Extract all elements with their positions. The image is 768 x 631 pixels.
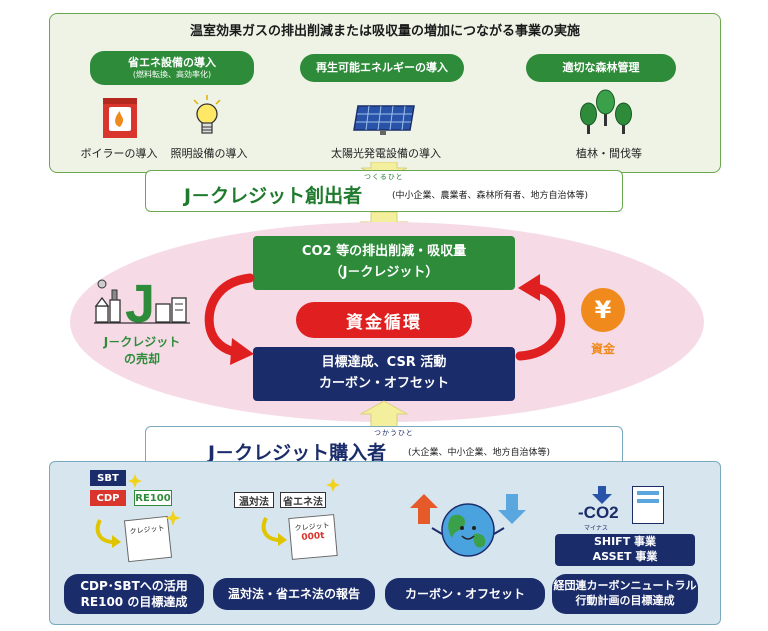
fund-circulation-badge: 資金循環 (296, 302, 472, 338)
category-label: 再生可能エネルギーの導入 (316, 61, 448, 75)
category-forest: 適切な森林管理 (526, 54, 676, 82)
solar-panel-icon (353, 105, 415, 135)
cycle-arrow-right-icon (515, 274, 566, 361)
doc-label: クレジット (129, 524, 165, 536)
usage-line1: 経団連カーボンニュートラル (553, 579, 697, 593)
ontaiho-tag: 温対法 (234, 492, 274, 508)
co2-minus-label: -CO2 (578, 503, 619, 522)
globe-icon (410, 494, 526, 557)
trees-icon (580, 89, 632, 134)
creator-name: J－クレジット創出者 (184, 185, 363, 207)
goal-line1: 目標達成、CSR 活動 (321, 355, 447, 371)
shoeneho-tag: 省エネ法 (280, 492, 326, 508)
usage-line2: 行動計画の目標達成 (575, 594, 675, 607)
boiler-icon (103, 98, 137, 138)
project-panel: 温室効果ガスの排出削減または吸収量の増加につながる事業の実施 省エネ設備の導入 … (49, 13, 721, 173)
buyer-name: J－クレジット購入者 (208, 442, 387, 464)
sale-line1: J－クレジット (103, 335, 181, 349)
creator-ruby: つくるひと (364, 173, 404, 181)
category-energy-saving: 省エネ設備の導入 (燃料転換、高効率化) (90, 51, 254, 85)
curved-arrow-icon (261, 517, 287, 546)
building-icon (632, 486, 664, 524)
sparkle-icon (165, 510, 181, 526)
usage-report: 温対法・省エネ法の報告 (213, 578, 375, 610)
curved-arrow-icon (95, 519, 121, 548)
usage-line1: 温対法・省エネ法の報告 (227, 586, 360, 601)
re100-tag: RE100 (134, 490, 172, 506)
co2-minus-ruby: マイナス (584, 525, 608, 532)
yen-coin-icon: ¥ (581, 288, 625, 332)
category-label: 省エネ設備の導入 (128, 56, 216, 70)
goal-line2: カーボン・オフセット (318, 376, 449, 391)
credit-line1: CO2 等の排出削減・吸収量 (301, 244, 467, 260)
usage-line2: RE100 の目標達成 (80, 595, 188, 609)
usage-line1: CDP･SBTへの活用 (80, 578, 188, 593)
icon-label: 太陽光発電設備の導入 (331, 147, 441, 160)
sparkle-icon (326, 478, 340, 492)
usage-cdp-sbt: CDP･SBTへの活用 RE100 の目標達成 (64, 574, 204, 614)
cdp-tag: CDP (90, 490, 126, 506)
sbt-tag: SBT (90, 470, 126, 486)
credit-line2: （J－クレジット） (329, 265, 439, 280)
fund-label: 資金 (590, 342, 615, 356)
icon-label: ボイラーの導入 (80, 147, 158, 160)
category-sub: (燃料転換、高効率化) (132, 69, 212, 79)
light-bulb-icon (193, 95, 221, 134)
category-renewable: 再生可能エネルギーの導入 (300, 54, 464, 82)
j-credit-logo-icon (94, 279, 190, 324)
shift-asset-box: SHIFT 事業 ASSET 事業 (555, 534, 695, 566)
shift-line2: ASSET 事業 (592, 550, 658, 563)
usage-offset: カーボン・オフセット (385, 578, 545, 610)
shift-line1: SHIFT 事業 (593, 535, 657, 549)
cycle-arrow-left-icon (204, 273, 255, 365)
usage-keidanren: 経団連カーボンニュートラル 行動計画の目標達成 (552, 574, 698, 614)
creator-box: つくるひと J－クレジット創出者 (中小企業、農業者、森林所有者、地方自治体等) (145, 170, 623, 212)
document-icon: クレジット 000t (288, 514, 338, 560)
buyer-note: (大企業、中小企業、地方自治体等) (408, 448, 551, 458)
usage-line1: カーボン・オフセット (404, 586, 525, 601)
icon-label: 植林・間伐等 (576, 147, 642, 160)
category-label: 適切な森林管理 (562, 61, 640, 75)
j-letter: J (124, 274, 156, 334)
sale-line2: の売却 (123, 351, 160, 366)
down-arrow-icon (592, 486, 612, 504)
icon-label: 照明設備の導入 (170, 147, 248, 160)
credit-box: CO2 等の排出削減・吸収量 （J－クレジット） (253, 236, 515, 290)
goal-box: 目標達成、CSR 活動 カーボン・オフセット (253, 347, 515, 401)
sale-label: J－クレジット の売却 (92, 334, 192, 368)
buyer-ruby: つかうひと (374, 429, 414, 437)
sparkle-icon (128, 474, 142, 488)
project-title: 温室効果ガスの排出削減または吸収量の増加につながる事業の実施 (189, 24, 580, 39)
creator-note: (中小企業、農業者、森林所有者、地方自治体等) (392, 191, 589, 201)
